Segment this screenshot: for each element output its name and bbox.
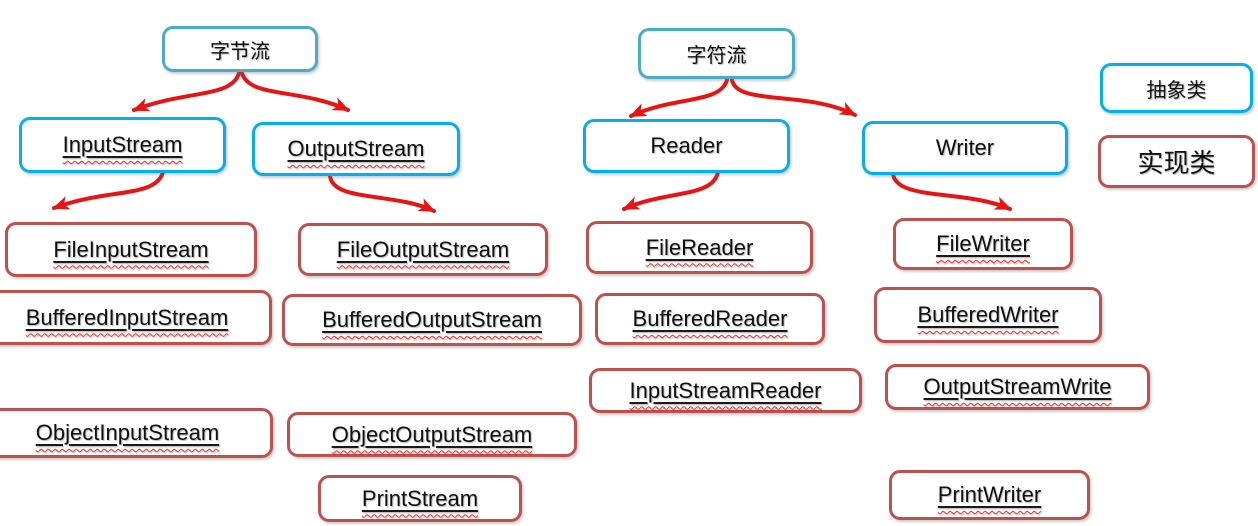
legend-implementation-label: 实现类 (1137, 148, 1216, 178)
node-printstream-label: PrintStream (361, 485, 479, 511)
node-fileoutputstream: FileOutputStream (298, 223, 548, 276)
node-printstream: PrintStream (318, 475, 522, 522)
node-outputstreamwrite: OutputStreamWrite (885, 364, 1150, 410)
node-inputstreamreader-label: InputStreamReader (629, 377, 822, 403)
legend-implementation-class: 实现类 (1098, 135, 1255, 188)
arrow-reader-to-filereader (622, 170, 720, 211)
arrow-charstream-to-writer (730, 78, 857, 117)
node-bufferedoutputstream: BufferedOutputStream (282, 294, 582, 346)
arrow-bytestream-to-inputstream (132, 71, 241, 112)
node-outputstream-label: OutputStream (287, 136, 425, 161)
node-reader: Reader (583, 119, 790, 173)
node-inputstream-label: InputStream (62, 132, 183, 157)
arrow-charstream-to-reader (629, 78, 729, 118)
legend-abstract-label: 抽象类 (1146, 79, 1207, 102)
node-byte-stream-label: 字节流 (210, 40, 270, 63)
arrow-inputstream-to-fileinputstream (52, 170, 165, 210)
node-printwriter-label: PrintWriter (937, 482, 1042, 507)
node-bufferedinputstream-label: BufferedInputStream (25, 304, 229, 330)
node-objectinputstream: ObjectInputStream (0, 408, 273, 458)
node-inputstreamreader: InputStreamReader (589, 368, 862, 413)
legend-abstract-class: 抽象类 (1100, 63, 1253, 113)
node-reader-label: Reader (650, 133, 723, 158)
node-fileoutputstream-label: FileOutputStream (336, 236, 510, 262)
node-bufferedinputstream: BufferedInputStream (0, 290, 272, 345)
node-printwriter: PrintWriter (889, 470, 1090, 520)
node-fileinputstream: FileInputStream (5, 222, 257, 277)
arrow-bytestream-to-outputstream (240, 71, 350, 112)
node-objectoutputstream: ObjectOutputStream (287, 412, 577, 457)
node-outputstream: OutputStream (252, 122, 460, 176)
node-filewriter-label: FileWriter (936, 231, 1030, 256)
node-bufferedwriter-label: BufferedWriter (917, 302, 1059, 327)
node-bufferedwriter: BufferedWriter (874, 287, 1102, 343)
arrow-outputstream-to-fileoutputstream (328, 174, 436, 213)
node-filereader-label: FileReader (645, 234, 754, 260)
node-filereader: FileReader (586, 221, 813, 274)
node-writer: Writer (862, 121, 1068, 175)
node-objectinputstream-label: ObjectInputStream (35, 420, 220, 445)
node-objectoutputstream-label: ObjectOutputStream (331, 421, 533, 447)
node-inputstream: InputStream (19, 117, 226, 173)
node-fileinputstream-label: FileInputStream (53, 236, 209, 262)
node-char-stream-label: 字符流 (686, 45, 747, 67)
node-byte-stream: 字节流 (162, 26, 318, 72)
node-filewriter: FileWriter (893, 218, 1073, 270)
node-char-stream: 字符流 (638, 28, 795, 79)
node-bufferedoutputstream-label: BufferedOutputStream (322, 307, 542, 332)
node-writer-label: Writer (935, 135, 995, 160)
node-outputstreamwrite-label: OutputStreamWrite (923, 374, 1112, 399)
arrow-writer-to-filewriter (891, 172, 1012, 211)
node-bufferedreader: BufferedReader (595, 293, 825, 345)
node-bufferedreader-label: BufferedReader (632, 306, 788, 331)
